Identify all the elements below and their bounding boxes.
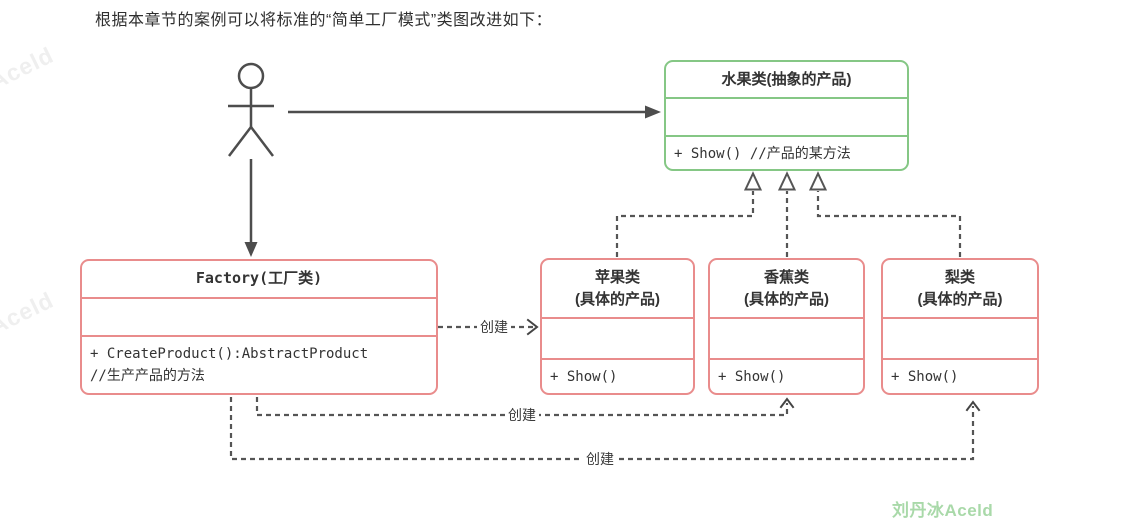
- open-arrowhead-right-icon: [526, 318, 539, 336]
- class-methods-pear: + Show(): [891, 368, 959, 385]
- page-title: 根据本章节的案例可以将标准的“简单工厂模式”类图改进如下：: [95, 12, 553, 29]
- class-title-pear: 梨类 (具体的产品): [883, 260, 1037, 319]
- class-title-line: 梨类: [944, 268, 975, 286]
- realization-pear-to-fruit: [808, 171, 962, 257]
- class-methods-apple: + Show(): [550, 368, 618, 385]
- actor-leg-right: [250, 126, 274, 157]
- class-box-factory: Factory(工厂类) + CreateProduct():AbstractP…: [80, 259, 438, 395]
- hollow-triangle-icon: [808, 171, 828, 191]
- class-attributes-pear: [883, 319, 1037, 360]
- corner-watermark: 刘丹冰Aceld: [892, 501, 994, 520]
- arrowhead-right-icon: [645, 105, 661, 119]
- hollow-triangle-icon: [743, 171, 763, 191]
- class-title-line: (具体的产品): [575, 290, 660, 308]
- class-title-line: (具体的产品): [917, 290, 1003, 308]
- class-title-line: 香蕉类: [763, 268, 809, 286]
- hollow-triangle-icon: [777, 171, 797, 191]
- class-title-factory: Factory(工厂类): [82, 261, 436, 299]
- open-arrowhead-up-icon: [965, 400, 981, 412]
- class-attributes-apple: [542, 319, 693, 360]
- class-box-pear: 梨类 (具体的产品) + Show(): [881, 258, 1039, 395]
- actor-figure: [228, 62, 274, 157]
- create-label: 创建: [505, 407, 539, 423]
- class-title-fruit: 水果类(抽象的产品): [666, 62, 907, 99]
- create-label: 创建: [583, 451, 617, 467]
- class-methods-fruit: + Show() //产品的某方法: [674, 146, 851, 162]
- arrow-actor-to-fruit: [288, 105, 661, 119]
- class-box-banana: 香蕉类 (具体的产品) + Show(): [708, 258, 865, 395]
- class-attributes-fruit: [666, 99, 907, 137]
- class-attributes-banana: [710, 319, 863, 360]
- class-title-line: (具体的产品): [744, 290, 829, 308]
- class-box-apple: 苹果类 (具体的产品) + Show(): [540, 258, 695, 395]
- class-title-line: 苹果类: [594, 268, 640, 286]
- class-title-apple: 苹果类 (具体的产品): [542, 260, 693, 319]
- class-box-fruit: 水果类(抽象的产品) + Show() //产品的某方法: [664, 60, 909, 171]
- realization-apple-to-fruit: [615, 171, 763, 257]
- class-title-banana: 香蕉类 (具体的产品): [710, 260, 863, 319]
- arrow-actor-to-factory: [244, 159, 258, 257]
- method-line: + CreateProduct():AbstractProduct: [90, 345, 369, 362]
- open-arrowhead-up-icon: [779, 397, 795, 409]
- class-methods-factory: + CreateProduct():AbstractProduct //生产产品…: [82, 337, 436, 393]
- class-methods-banana: + Show(): [718, 368, 786, 385]
- actor-leg-left: [228, 126, 252, 157]
- method-line: //生产产品的方法: [90, 368, 205, 384]
- class-attributes-factory: [82, 299, 436, 337]
- actor-head: [237, 62, 265, 90]
- create-label: 创建: [477, 319, 511, 335]
- create-edge-factory-to-pear: [229, 397, 981, 461]
- arrowhead-down-icon: [244, 242, 258, 257]
- realization-banana-to-fruit: [777, 171, 797, 257]
